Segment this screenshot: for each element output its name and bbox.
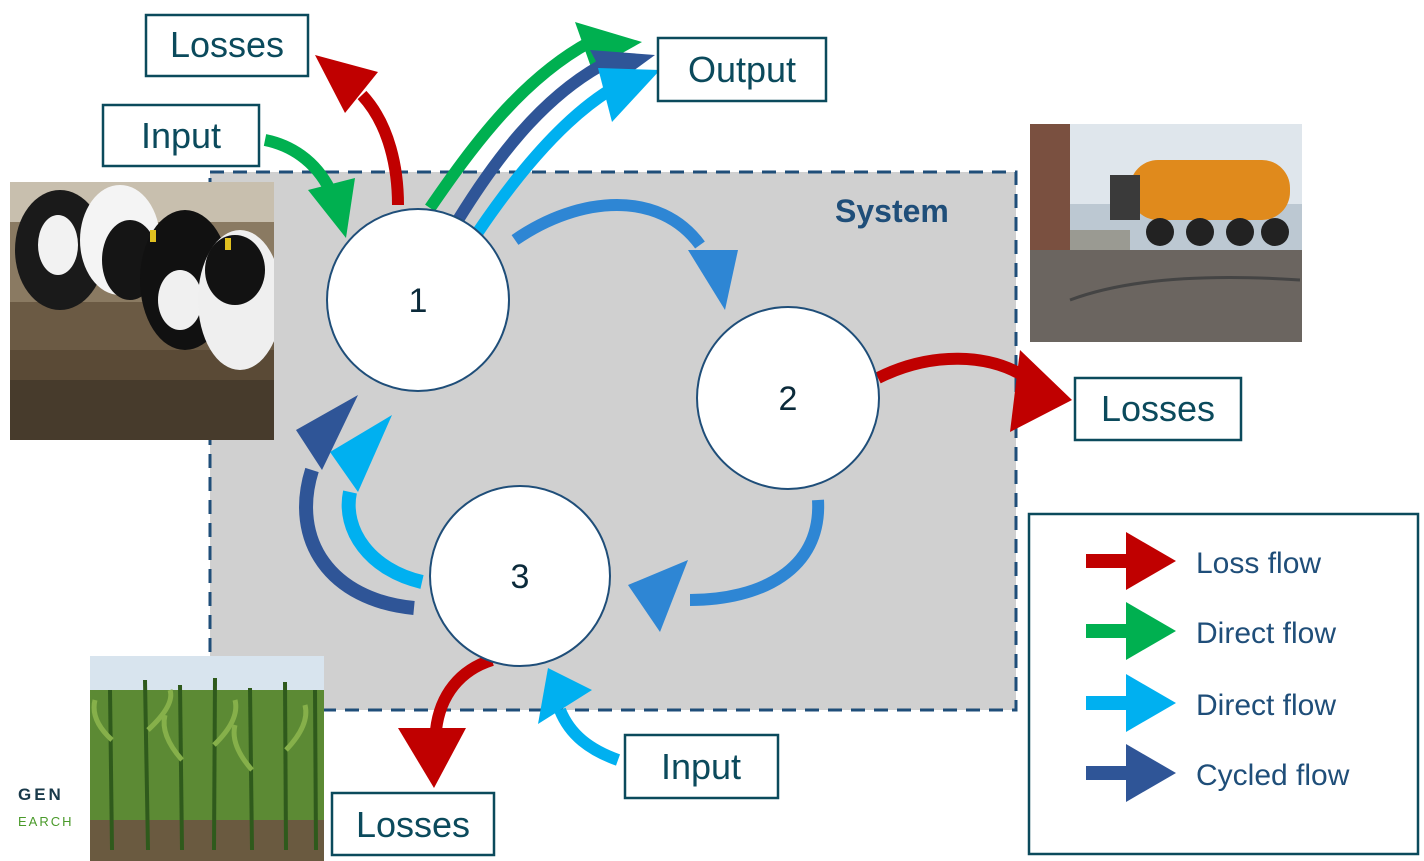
legend-label-direct-flow-blue: Direct flow bbox=[1196, 689, 1336, 722]
legend-item-cycled-flow: Cycled flow bbox=[1086, 744, 1350, 802]
system-label: System bbox=[835, 193, 949, 229]
node-2: 2 bbox=[696, 306, 880, 490]
flow-1-to-2 bbox=[511, 199, 738, 310]
losses-box-top: Losses bbox=[144, 13, 310, 78]
legend-item-direct-flow-blue: Direct flow bbox=[1086, 674, 1336, 732]
cycled-flow-3-to-1 bbox=[296, 395, 415, 615]
maize-field-photo bbox=[90, 656, 324, 861]
node-1-label: 1 bbox=[409, 282, 428, 320]
logo-text-line2: EARCH bbox=[18, 814, 74, 829]
legend: Loss flow Direct flow Direct flow Cycled… bbox=[1027, 512, 1420, 856]
direct-flow-green-1-to-output bbox=[425, 22, 642, 212]
direct-flow-blue-1-to-output bbox=[473, 68, 660, 236]
output-box-label: Output bbox=[688, 49, 796, 90]
legend-item-loss-flow: Loss flow bbox=[1086, 532, 1321, 590]
input-flow-to-3 bbox=[538, 668, 621, 766]
loss-flow-1-to-losses bbox=[315, 55, 404, 206]
logo-text-line1: GEN bbox=[18, 785, 64, 804]
node-1: 1 bbox=[326, 208, 510, 392]
legend-label-direct-flow-green: Direct flow bbox=[1196, 617, 1336, 650]
input-box-top-label: Input bbox=[141, 115, 221, 156]
flow-2-to-3 bbox=[628, 499, 825, 632]
input-box-bottom-label: Input bbox=[661, 746, 741, 787]
losses-box-top-label: Losses bbox=[170, 24, 284, 65]
direct-flow-blue-3-to-1 bbox=[330, 415, 424, 589]
loss-flow-3-to-losses bbox=[398, 654, 494, 788]
input-box-bottom: Input bbox=[623, 733, 780, 800]
loss-flow-2-to-losses bbox=[875, 350, 1072, 432]
legend-label-loss-flow: Loss flow bbox=[1196, 547, 1321, 580]
input-box-top: Input bbox=[101, 103, 261, 168]
cows-photo bbox=[10, 182, 274, 440]
manure-tanker-photo bbox=[1030, 124, 1302, 342]
node-2-label: 2 bbox=[779, 380, 798, 418]
losses-box-bottom-label: Losses bbox=[356, 804, 470, 845]
losses-box-right: Losses bbox=[1073, 376, 1243, 442]
legend-label-cycled-flow: Cycled flow bbox=[1196, 759, 1350, 792]
losses-box-bottom: Losses bbox=[330, 791, 496, 857]
input-flow-to-1 bbox=[263, 134, 355, 238]
output-box: Output bbox=[656, 36, 828, 103]
node-3-label: 3 bbox=[511, 558, 530, 596]
node-3: 3 bbox=[429, 485, 611, 667]
legend-item-direct-flow-green: Direct flow bbox=[1086, 602, 1336, 660]
losses-box-right-label: Losses bbox=[1101, 388, 1215, 429]
